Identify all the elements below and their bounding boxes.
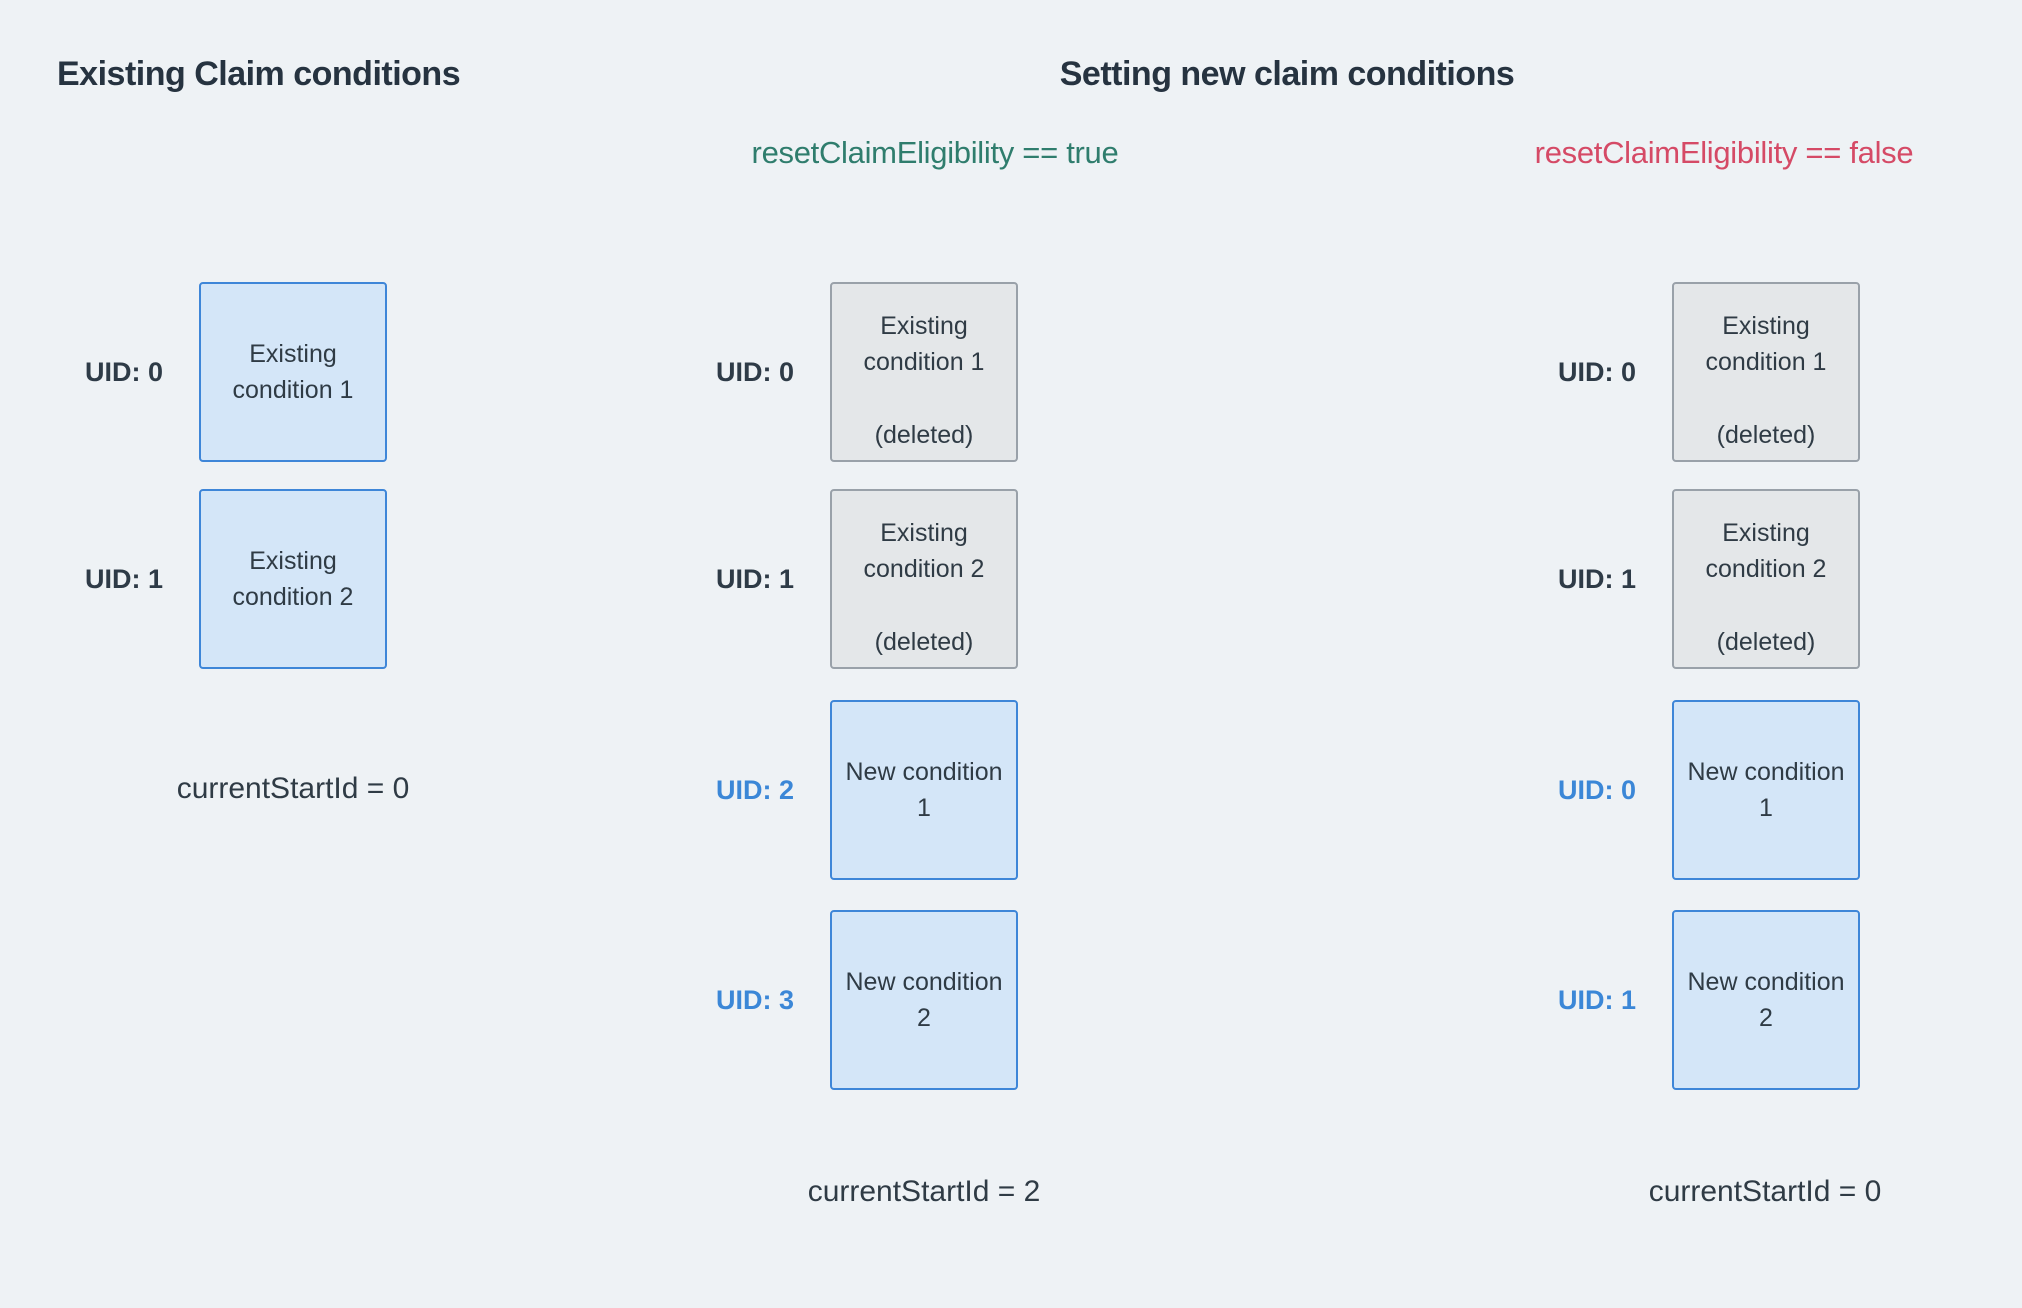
condition-label: Existing condition 1	[1705, 312, 1827, 377]
condition-label: Existing condition 2	[1705, 519, 1827, 584]
setting-new-claim-conditions-title: Setting new claim conditions	[1059, 55, 1515, 93]
uid-label: UID: 0	[84, 356, 163, 387]
condition-label: New condition 1	[845, 757, 1003, 822]
condition-label: Existing condition 1	[863, 312, 985, 377]
uid-label: UID: 0	[1557, 356, 1636, 387]
condition-box: Existing condition 1	[199, 282, 387, 462]
uid-label: UID: 2	[715, 774, 794, 805]
condition-box: Existing condition 2 (deleted)	[1672, 489, 1860, 669]
uid-label: UID: 1	[1557, 563, 1636, 594]
false-row-uid0-deleted: UID: 0 Existing condition 1 (deleted)	[1522, 282, 1860, 462]
reset-false-subtitle: resetClaimEligibility == false	[1534, 135, 1914, 170]
true-row-uid0: UID: 0 Existing condition 1 (deleted)	[680, 282, 1018, 462]
condition-label: Existing condition 2	[232, 546, 354, 611]
deleted-note: (deleted)	[874, 627, 974, 656]
false-row-uid1-deleted: UID: 1 Existing condition 2 (deleted)	[1522, 489, 1860, 669]
false-row-uid1-new: UID: 1 New condition 2	[1522, 910, 1860, 1090]
uid-label: UID: 0	[715, 356, 794, 387]
true-row-uid3: UID: 3 New condition 2	[680, 910, 1018, 1090]
condition-box: New condition 2	[830, 910, 1018, 1090]
uid-label: UID: 1	[84, 563, 163, 594]
condition-box: Existing condition 1 (deleted)	[830, 282, 1018, 462]
false-current-start-id: currentStartId = 0	[1648, 1175, 1882, 1208]
condition-box: New condition 1	[1672, 700, 1860, 880]
condition-box: New condition 2	[1672, 910, 1860, 1090]
existing-row-uid0: UID: 0 Existing condition 1	[49, 282, 387, 462]
deleted-note: (deleted)	[1716, 420, 1816, 449]
condition-box: New condition 1	[830, 700, 1018, 880]
deleted-note: (deleted)	[874, 420, 974, 449]
false-row-uid0-new: UID: 0 New condition 1	[1522, 700, 1860, 880]
condition-box: Existing condition 2 (deleted)	[830, 489, 1018, 669]
true-row-uid2: UID: 2 New condition 1	[680, 700, 1018, 880]
condition-label: Existing condition 1	[232, 339, 354, 404]
existing-claim-conditions-title: Existing Claim conditions	[57, 55, 461, 93]
left-current-start-id: currentStartId = 0	[176, 772, 410, 805]
existing-row-uid1: UID: 1 Existing condition 2	[49, 489, 387, 669]
uid-label: UID: 1	[1557, 984, 1636, 1015]
condition-box: Existing condition 2	[199, 489, 387, 669]
condition-label: New condition 2	[1687, 967, 1845, 1032]
condition-label: New condition 1	[1687, 757, 1845, 822]
true-current-start-id: currentStartId = 2	[807, 1175, 1041, 1208]
condition-label: New condition 2	[845, 967, 1003, 1032]
condition-label: Existing condition 2	[863, 519, 985, 584]
reset-true-subtitle: resetClaimEligibility == true	[751, 135, 1119, 170]
true-row-uid1: UID: 1 Existing condition 2 (deleted)	[680, 489, 1018, 669]
uid-label: UID: 0	[1557, 774, 1636, 805]
condition-box: Existing condition 1 (deleted)	[1672, 282, 1860, 462]
uid-label: UID: 1	[715, 563, 794, 594]
uid-label: UID: 3	[715, 984, 794, 1015]
deleted-note: (deleted)	[1716, 627, 1816, 656]
